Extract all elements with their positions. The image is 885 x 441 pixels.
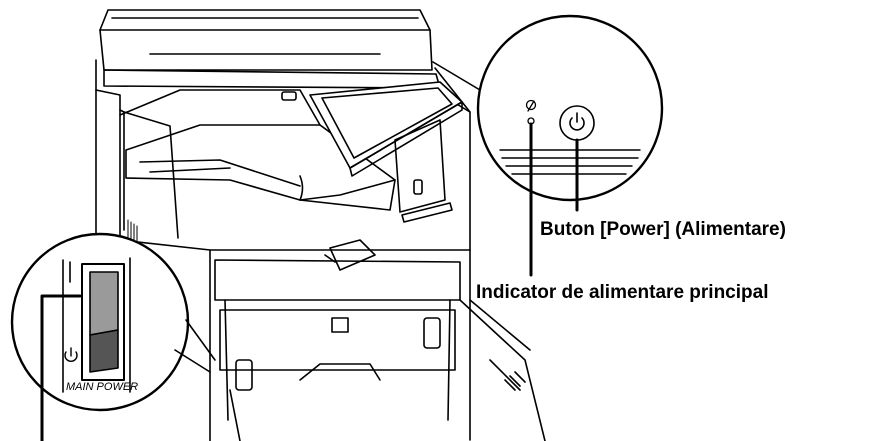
control-panel xyxy=(309,81,463,177)
main-power-switch-text: MAIN POWER xyxy=(66,381,138,393)
main-power-switch xyxy=(69,261,125,381)
output-tray xyxy=(119,89,396,211)
main-power-indicator-label: Indicator de alimentare principal xyxy=(476,282,769,303)
power-callout xyxy=(432,14,664,202)
leader-lines xyxy=(529,122,579,277)
power-button-label: Buton [Power] (Alimentare) xyxy=(540,219,786,240)
side-panel xyxy=(394,119,453,223)
front-door-area xyxy=(214,239,546,441)
document-feeder xyxy=(99,9,441,89)
power-icon xyxy=(569,112,585,131)
main-power-leader xyxy=(40,294,82,441)
standby-icon xyxy=(64,347,78,362)
